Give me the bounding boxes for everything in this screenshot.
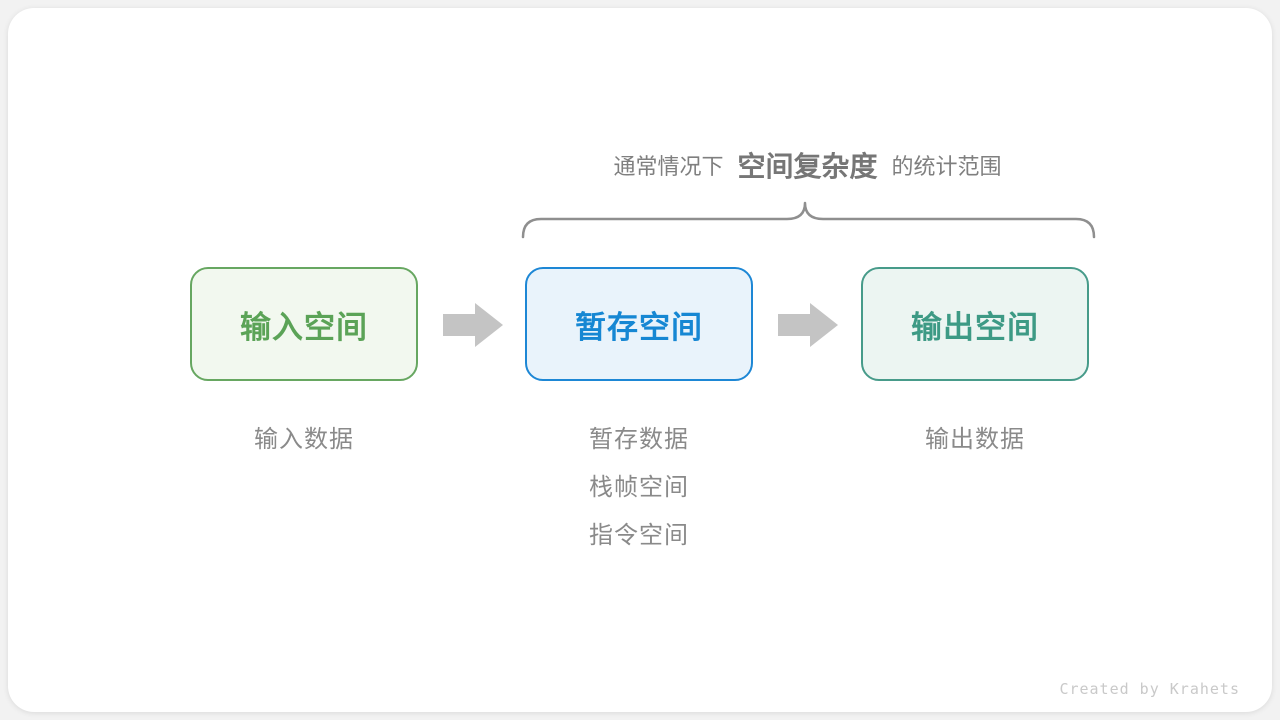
arrow-right-icon [443, 303, 503, 347]
box-input-space-label: 输入空间 [240, 309, 368, 345]
note-line: 输入数据 [254, 426, 354, 453]
note-line: 暂存数据 [589, 426, 689, 453]
title-suffix: 的统计范围 [891, 154, 1002, 179]
curly-brace-icon [521, 201, 1096, 239]
note-line: 栈帧空间 [589, 474, 689, 501]
note-line: 指令空间 [589, 522, 689, 549]
box-output-space-label: 输出空间 [911, 309, 1039, 345]
arrow-right-icon [778, 303, 838, 347]
box-output-space: 输出空间 [861, 267, 1089, 381]
credit-text: Created by Krahets [1059, 680, 1240, 698]
diagram-title: 通常情况下 空间复杂度 的统计范围 [515, 146, 1100, 184]
box-temp-space-label: 暂存空间 [575, 309, 703, 345]
box-input-space: 输入空间 [190, 267, 418, 381]
box-temp-space: 暂存空间 [525, 267, 753, 381]
note-line: 输出数据 [925, 426, 1025, 453]
notes-input-space: 输入数据 [190, 416, 418, 464]
notes-temp-space: 暂存数据 栈帧空间 指令空间 [525, 416, 753, 560]
title-highlight: 空间复杂度 [737, 151, 878, 182]
notes-output-space: 输出数据 [861, 416, 1089, 464]
title-prefix: 通常情况下 [613, 154, 724, 179]
